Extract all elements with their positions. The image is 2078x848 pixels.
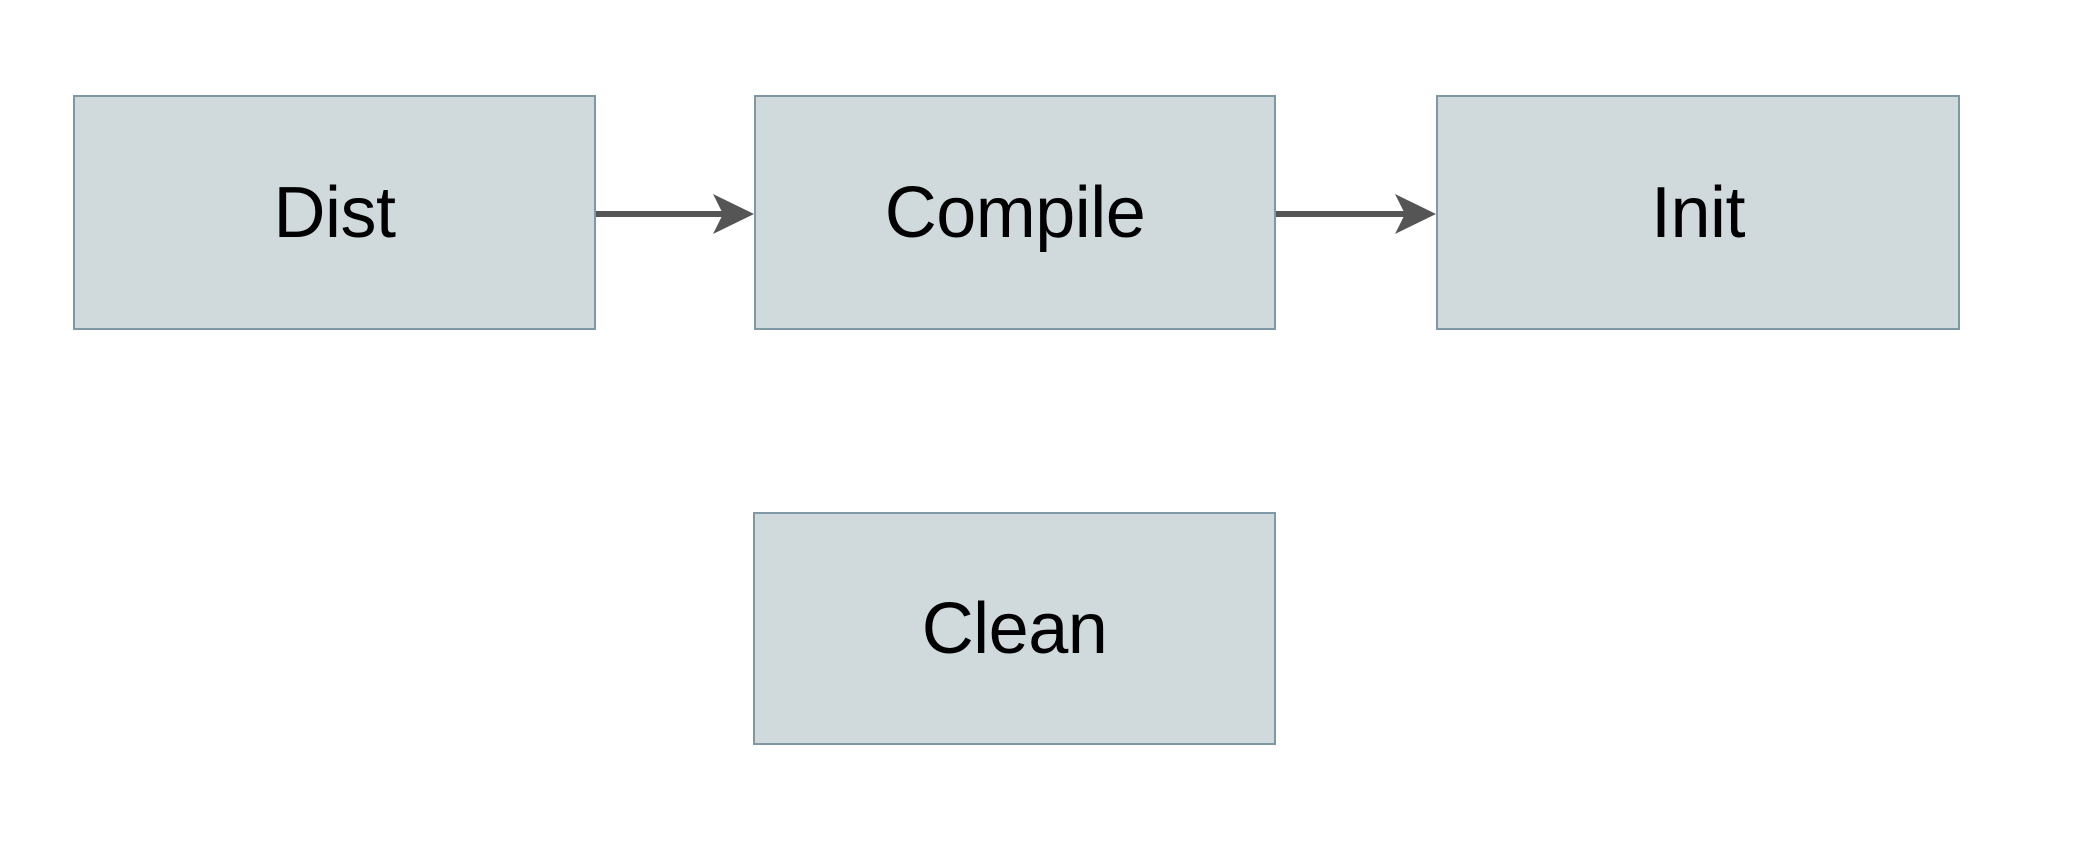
node-clean-label: Clean: [921, 588, 1108, 669]
node-compile-label: Compile: [884, 172, 1146, 253]
node-compile[interactable]: Compile: [754, 95, 1276, 330]
edge-compile-to-init: [1276, 194, 1436, 234]
edge-dist-to-compile: [596, 194, 754, 234]
node-init-label: Init: [1650, 172, 1746, 253]
node-clean[interactable]: Clean: [753, 512, 1276, 745]
node-dist[interactable]: Dist: [73, 95, 596, 330]
node-dist-label: Dist: [273, 172, 397, 253]
node-init[interactable]: Init: [1436, 95, 1960, 330]
